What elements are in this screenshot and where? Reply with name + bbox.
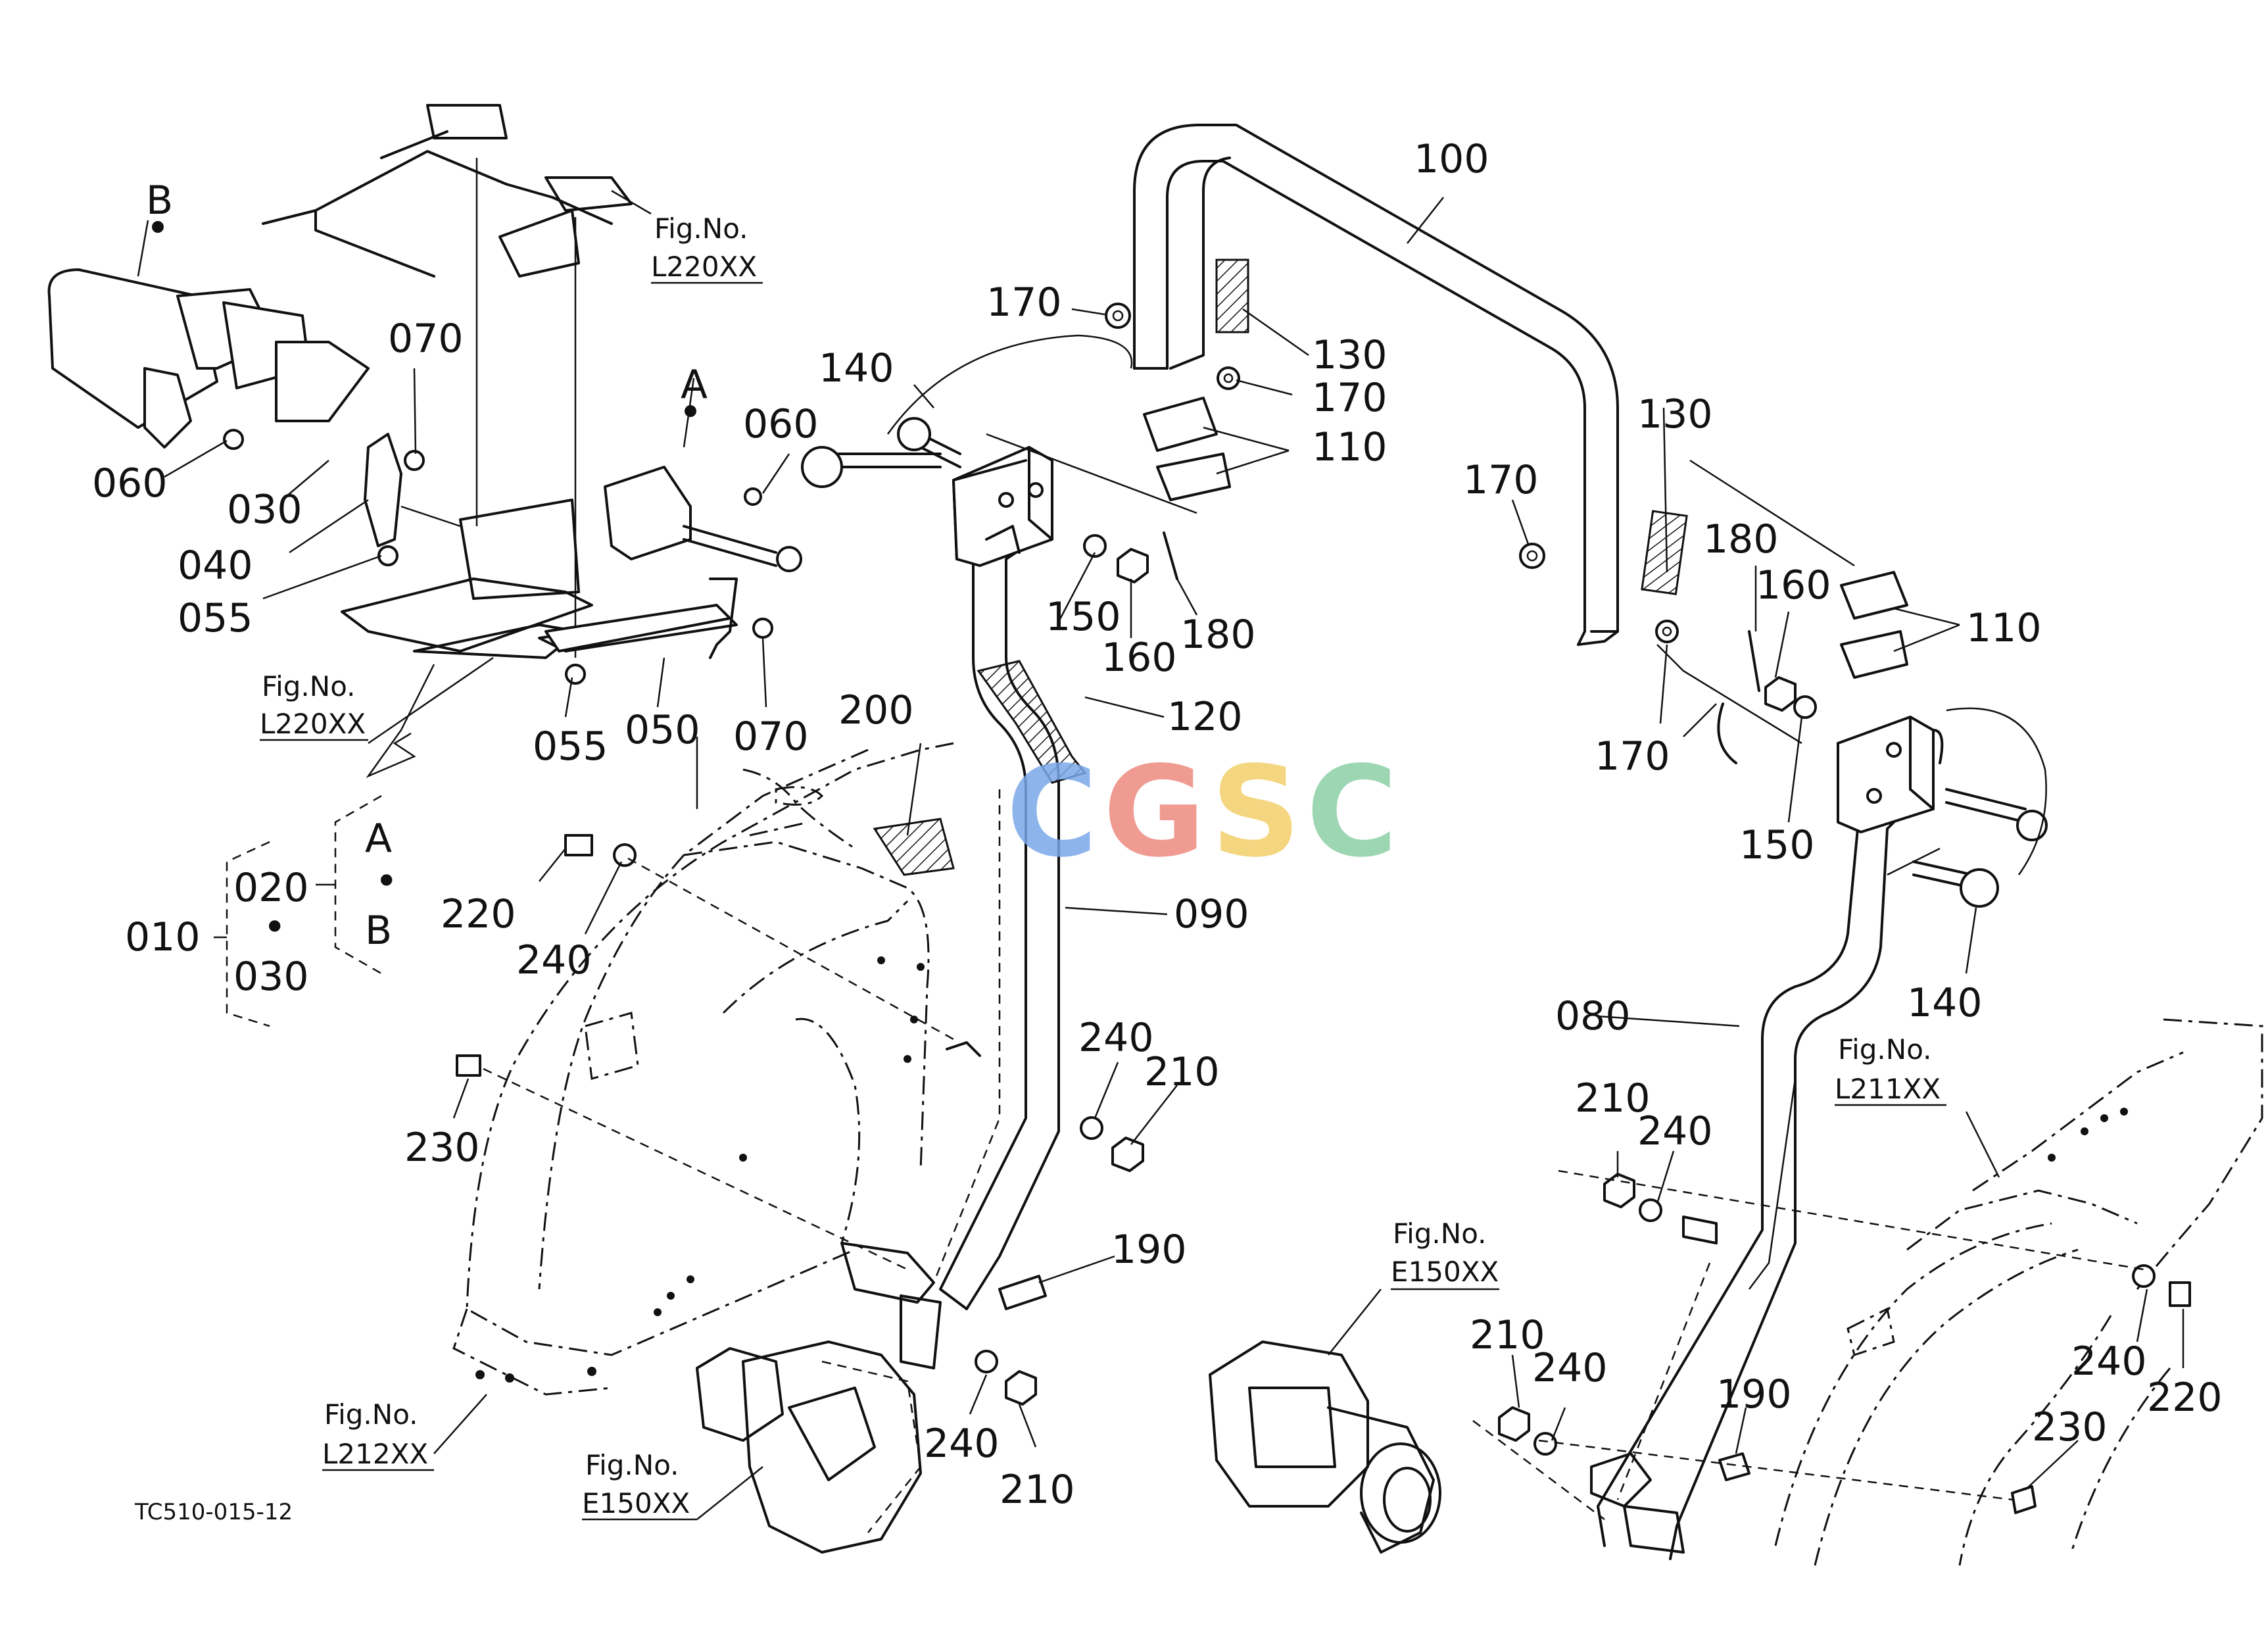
callout-070: 070 (733, 714, 809, 760)
legend-020: 020 (233, 865, 309, 911)
fig-ref-number: L220XX (260, 708, 366, 740)
callout-090: 090 (1174, 891, 1249, 937)
drawing-code: TC510-015-12 (134, 1499, 293, 1525)
rops-post-left (840, 446, 1087, 1369)
callout-170: 170 (1595, 733, 1670, 779)
fig-ref-title: Fig.No. (1393, 1217, 1487, 1250)
callout-080: 080 (1555, 993, 1631, 1039)
callout-130: 130 (1637, 391, 1713, 437)
callout-170: 170 (1312, 375, 1387, 421)
callout-240: 240 (516, 937, 592, 983)
warning-label-right (1641, 510, 1688, 595)
fig-ref-number: L211XX (1835, 1073, 1941, 1105)
callout-140: 140 (819, 345, 894, 391)
mark-b: B (146, 178, 173, 224)
callout-210: 210 (1470, 1312, 1545, 1358)
callout-180: 180 (1180, 612, 1256, 658)
callout-220: 220 (441, 891, 516, 937)
fig-ref-title: Fig.No. (324, 1398, 418, 1431)
fig-ref-number: L220XX (651, 251, 757, 283)
watermark-letter: C (1006, 739, 1103, 885)
watermark-text: CGSC (1006, 739, 1403, 885)
callout-055: 055 (533, 724, 608, 770)
callout-210: 210 (1144, 1049, 1220, 1095)
watermark-logo: CGSC (1006, 739, 1403, 885)
callout-110: 110 (1312, 424, 1387, 470)
callout-210: 210 (1000, 1467, 1075, 1513)
callout-150: 150 (1739, 822, 1815, 868)
callout-130: 130 (1312, 332, 1387, 378)
kit-legend: 010 020 030 • A • B (125, 795, 398, 1027)
legend-010: 010 (125, 914, 201, 960)
callout-170: 170 (1463, 457, 1539, 503)
mark-a-dot (685, 405, 696, 417)
fig-ref-title: Fig.No. (1838, 1033, 1932, 1066)
callout-055: 055 (178, 595, 253, 641)
rops-upper-frame (1133, 124, 1619, 646)
fig-ref-title: Fig.No. (262, 670, 356, 702)
callout-060: 060 (743, 401, 819, 447)
callout-110: 110 (1966, 605, 2042, 651)
callout-070: 070 (388, 316, 464, 362)
fender-left (452, 742, 955, 1396)
callout-180: 180 (1703, 516, 1779, 562)
callout-040: 040 (178, 543, 253, 589)
leader-lines (137, 189, 2184, 1520)
fig-references: Fig.No. L220XX Fig.No. L220XX Fig.No. L2… (260, 212, 1941, 1519)
callout-220: 220 (2147, 1375, 2223, 1421)
callout-190: 190 (1716, 1371, 1792, 1417)
callout-120: 120 (1167, 694, 1243, 740)
legend-030: 030 (233, 954, 309, 1000)
mark-a: A (681, 362, 708, 408)
callout-240: 240 (1078, 1015, 1154, 1061)
callout-210: 210 (1575, 1075, 1651, 1121)
watermark-letter: S (1211, 739, 1306, 885)
axle-housing-left (696, 1340, 922, 1554)
fig-ref-number: E150XX (582, 1487, 690, 1519)
legend-key-b: B (365, 908, 392, 954)
axle-housing-right (1209, 1340, 1441, 1554)
seat-belt-buckle-a (604, 466, 802, 572)
watermark-letter: G (1103, 739, 1211, 885)
callout-100: 100 (1414, 136, 1489, 182)
callout-160: 160 (1101, 635, 1177, 681)
callout-060: 060 (92, 460, 168, 506)
callout-230: 230 (404, 1125, 480, 1171)
legend-separator: • (375, 858, 398, 904)
callout-030: 030 (227, 487, 302, 533)
fender-right (1774, 1018, 2263, 1566)
legend-separator: • (263, 904, 286, 950)
fig-ref-number: L212XX (322, 1438, 428, 1470)
fig-ref-title: Fig.No. (585, 1449, 679, 1481)
fig-ref-number: E150XX (1391, 1256, 1499, 1288)
callouts: 100 130 130 170 170 170 170 110 110 140 … (92, 136, 2223, 1513)
callout-230: 230 (2032, 1404, 2108, 1450)
callout-240: 240 (924, 1421, 1000, 1467)
callout-240: 240 (1637, 1108, 1713, 1154)
callout-050: 050 (625, 707, 700, 753)
callout-160: 160 (1756, 562, 1831, 608)
rops-post-right (1590, 716, 1944, 1560)
mark-b-dot (152, 221, 164, 233)
fig-ref-underlines (260, 282, 1946, 1521)
callout-240: 240 (2071, 1339, 2147, 1385)
callout-150: 150 (1046, 594, 1121, 640)
legend-key-a: A (365, 816, 392, 862)
warning-label-left (1215, 258, 1249, 333)
assembly-lines (483, 433, 2144, 1520)
seat-belt-b (47, 268, 370, 449)
watermark-letter: C (1306, 739, 1403, 885)
callout-190: 190 (1111, 1227, 1187, 1273)
bracket-040 (364, 433, 731, 652)
callout-200: 200 (838, 687, 914, 733)
callout-140: 140 (1907, 980, 1983, 1026)
hardware (223, 303, 2191, 1514)
callout-240: 240 (1532, 1345, 1608, 1391)
fig-ref-title: Fig.No. (654, 212, 748, 245)
callout-170: 170 (986, 280, 1062, 326)
